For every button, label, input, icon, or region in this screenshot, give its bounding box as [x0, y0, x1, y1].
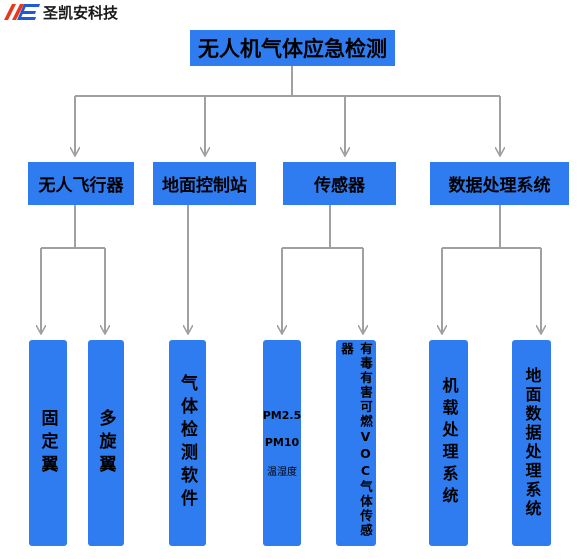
branch-node-sensor: 传感器 [283, 162, 396, 205]
leaf-line-pm10: PM10 [264, 435, 300, 449]
company-logo: 圣凯安科技 [4, 1, 118, 23]
company-name: 圣凯安科技 [43, 3, 119, 22]
leaf-node-fixed-wing: 固定翼 [29, 340, 67, 546]
leaf-node-pm-sensors: PM2.5 PM10 温湿度 [263, 340, 301, 546]
branch-label: 传感器 [314, 176, 365, 196]
leaf-node-gas-detection-software: 气体检测软件 [169, 340, 206, 546]
branch-node-data-processing: 数据处理系统 [430, 162, 569, 205]
leaf-node-multirotor: 多旋翼 [88, 340, 124, 546]
root-node: 无人机气体应急检测 [190, 30, 395, 66]
leaf-label: 多旋翼 [95, 408, 116, 478]
branch-label: 数据处理系统 [448, 176, 551, 196]
ne-logo-icon [4, 4, 40, 20]
branch-label: 无人飞行器 [38, 176, 124, 196]
leaf-line-temp-humidity: 温湿度 [267, 466, 297, 478]
leaf-node-ground-data-processing: 地面数据处理系统 [512, 340, 551, 546]
leaf-node-onboard-processing: 机载处理系统 [429, 340, 468, 546]
leaf-line-pm25: PM2.5 [262, 408, 302, 422]
leaf-label: 地面数据处理系统 [522, 367, 542, 519]
branch-node-ground-station: 地面控制站 [153, 162, 256, 205]
leaf-label: 有毒有害可燃VOC气体传感器 [339, 342, 373, 538]
root-label: 无人机气体应急检测 [198, 37, 387, 61]
leaf-label: 机载处理系统 [439, 377, 459, 509]
leaf-label: 气体检测软件 [177, 374, 197, 512]
leaf-label: 固定翼 [37, 408, 58, 478]
branch-label: 地面控制站 [162, 176, 247, 196]
leaf-node-toxic-gas-sensor: 有毒有害可燃VOC气体传感器 [336, 340, 376, 546]
branch-node-uav: 无人飞行器 [28, 162, 134, 205]
